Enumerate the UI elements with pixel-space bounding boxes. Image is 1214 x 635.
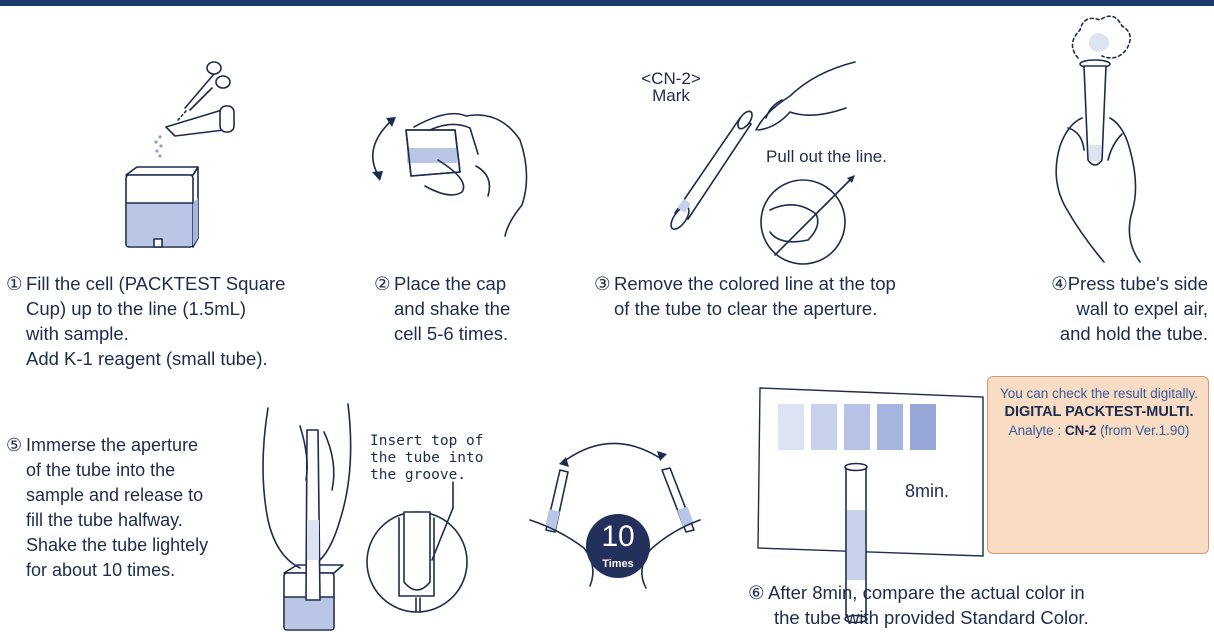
reagent-tube-icon <box>166 106 234 136</box>
insert-line-2: the tube into <box>370 450 484 467</box>
step-3-line-2: of the tube to clear the aperture. <box>594 296 896 321</box>
cn2-mark-label: <CN-2> Mark <box>636 70 706 104</box>
tube-icon <box>306 430 320 600</box>
step-1-number: ① <box>6 271 26 296</box>
reagent-drops <box>154 135 162 157</box>
step-6-number: ⑥ <box>748 580 768 605</box>
cup-icon <box>126 167 198 247</box>
shake-arrow-icon <box>372 117 396 181</box>
shake-arrow-icon <box>559 443 667 467</box>
step-5-line-6: for about 10 times. <box>6 558 208 583</box>
step-5-line-1: Immerse the aperture <box>26 435 198 455</box>
promo-analyte-value: CN-2 <box>1065 423 1097 438</box>
smoke-puff-icon <box>1072 16 1130 58</box>
step-5-number: ⑤ <box>6 433 26 458</box>
times-badge-label: Times <box>593 558 643 570</box>
step-3-line-1: Remove the colored line at the top <box>614 273 896 294</box>
step-3-number: ③ <box>594 271 614 296</box>
step-5-line-5: Shake the tube lightely <box>6 533 208 558</box>
step-6-line-2: the tube with provided Standard Color. <box>748 605 1089 630</box>
insert-line-1: Insert top of <box>370 433 484 450</box>
step-1-line-3: with sample. <box>6 321 285 346</box>
step-5-line-3: sample and release to <box>6 483 208 508</box>
step-5-line-4: fill the tube halfway. <box>6 508 208 533</box>
pull-line-label: Pull out the line. <box>766 148 887 165</box>
step-2-line-1: Place the cap <box>394 273 506 294</box>
promo-analyte-label: Analyte : <box>1009 423 1065 438</box>
cn2-mark-line-2: Mark <box>636 87 706 104</box>
groove-icon <box>367 482 467 612</box>
step-6-line-1: After 8min, compare the actual color in <box>768 582 1085 603</box>
step-4-line-2: wall to expel air, <box>990 296 1208 321</box>
step-4-line-3: and hold the tube. <box>990 321 1208 346</box>
magnifier-icon <box>761 175 855 264</box>
step-4-text: ④Press tube's side wall to expel air, an… <box>990 271 1208 346</box>
step-2-line-2: and shake the <box>374 296 510 321</box>
promo-analyte-suffix: (from Ver.1.90) <box>1096 423 1189 438</box>
insert-line-3: the groove. <box>370 467 484 484</box>
cn2-mark-line-1: <CN-2> <box>636 70 706 87</box>
hand-icon <box>756 62 855 130</box>
eight-min-label: 8min. <box>905 483 949 500</box>
insert-label: Insert top of the tube into the groove. <box>370 433 484 484</box>
times-badge-number: 10 <box>593 521 643 553</box>
digital-packtest-promo: You can check the result digitally. DIGI… <box>987 376 1209 554</box>
step-4-line-1: Press tube's side <box>1068 273 1208 294</box>
step-1-line-2: Cup) up to the line (1.5mL) <box>6 296 285 321</box>
tube-icon <box>668 109 755 232</box>
promo-line-2: DIGITAL PACKTEST-MULTI. <box>988 404 1210 420</box>
step-2-line-3: cell 5-6 times. <box>374 321 510 346</box>
step-4-number: ④ <box>1048 271 1068 296</box>
promo-line-1: You can check the result digitally. <box>988 386 1210 401</box>
step-1-line-1: Fill the cell (PACKTEST Square <box>26 273 285 294</box>
step-1-line-4: Add K-1 reagent (small tube). <box>6 346 285 371</box>
step-2-number: ② <box>374 271 394 296</box>
step-5-line-2: of the tube into the <box>6 458 208 483</box>
promo-line-3: Analyte : CN-2 (from Ver.1.90) <box>988 423 1210 438</box>
